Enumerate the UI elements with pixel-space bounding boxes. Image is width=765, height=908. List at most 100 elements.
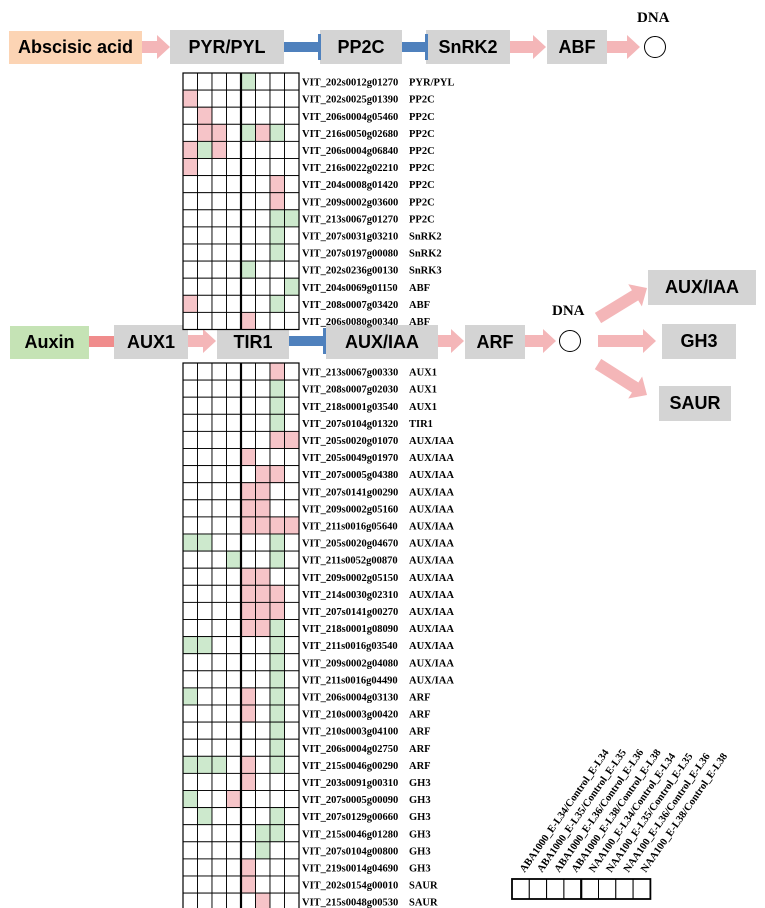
- auxin-heatmap-gene-family: AUX/IAA: [409, 607, 454, 618]
- aba-heatmap-cell: [240, 260, 256, 279]
- auxin-heatmap-gene-id: VIT_219s0014g04690: [302, 864, 398, 875]
- aba-heatmap-gene-family: ABF: [409, 317, 430, 328]
- auxin-heatmap-frame: [182, 362, 300, 908]
- auxin-heatmap-cell: [211, 448, 227, 467]
- aba-heatmap-cell: [226, 311, 242, 330]
- legend-cell: [528, 878, 548, 900]
- auxin-heatmap-cell: [226, 790, 242, 809]
- auxin-heatmap-cell: [226, 533, 242, 552]
- auxin-heatmap-cell: [269, 636, 285, 655]
- auxin-heatmap-cell: [240, 567, 256, 586]
- auxin-heatmap-gene-family: AUX1: [409, 385, 437, 396]
- auxin-heatmap-gene-family: AUX/IAA: [409, 573, 454, 584]
- aba-heatmap-gene-family: PP2C: [409, 95, 435, 106]
- aba-heatmap-cell: [182, 158, 198, 177]
- aba-heatmap-gene-id: VIT_213s0067g01270: [302, 214, 398, 225]
- auxin-heatmap-gene-id: VIT_208s0007g02030: [302, 385, 398, 396]
- auxin-heatmap-cell: [197, 824, 213, 843]
- link-auxin-aux1: [89, 336, 114, 347]
- auxin-heatmap-gene-family: GH3: [409, 778, 431, 789]
- aba-heatmap-cell: [284, 209, 300, 228]
- aba-heatmap-cell: [255, 209, 271, 228]
- auxin-heatmap-cell: [269, 875, 285, 894]
- aba-heatmap-cell: [240, 72, 256, 91]
- aba-heatmap-cell: [211, 226, 227, 245]
- auxin-heatmap-cell: [182, 584, 198, 603]
- aba-heatmap-gene-family: PP2C: [409, 146, 435, 157]
- aba-heatmap-gene-id: VIT_206s0004g05460: [302, 112, 398, 123]
- aba-heatmap-cell: [284, 140, 300, 159]
- dna-circle-aba: [644, 36, 666, 58]
- auxin-heatmap-cell: [284, 807, 300, 826]
- aba-heatmap-cell: [197, 311, 213, 330]
- auxin-heatmap-gene-id: VIT_207s0104g00800: [302, 846, 398, 857]
- auxin-heatmap-cell: [211, 790, 227, 809]
- legend-cell: [563, 878, 582, 900]
- auxin-heatmap-cell: [211, 653, 227, 672]
- auxin-heatmap-cell: [269, 790, 285, 809]
- aba-heatmap-cell: [182, 175, 198, 194]
- auxin-heatmap-cell: [240, 362, 256, 381]
- auxin-heatmap-cell: [226, 755, 242, 774]
- aba-heatmap-cell: [197, 89, 213, 108]
- auxin-heatmap-cell: [255, 379, 271, 398]
- aba-heatmap-cell: [240, 243, 256, 262]
- auxin-heatmap-cell: [240, 516, 256, 535]
- auxin-heatmap-cell: [240, 755, 256, 774]
- aba-heatmap-cell: [197, 106, 213, 125]
- auxin-heatmap-gene-family: ARF: [409, 744, 431, 755]
- auxin-heatmap-gene-family: AUX/IAA: [409, 504, 454, 515]
- auxin-heatmap-cell: [197, 396, 213, 415]
- auxin-heatmap-cell: [284, 687, 300, 706]
- aba-heatmap-cell: [255, 89, 271, 108]
- aba-heatmap-cell: [269, 123, 285, 142]
- auxin-heatmap-cell: [197, 516, 213, 535]
- auxin-heatmap-cell: [226, 841, 242, 860]
- aba-heatmap-gene-family: PYR/PYL: [409, 78, 455, 89]
- auxin-heatmap-cell: [255, 601, 271, 620]
- auxin-heatmap-gene-id: VIT_209s0002g05150: [302, 573, 398, 584]
- auxin-heatmap-gene-id: VIT_206s0004g03130: [302, 693, 398, 704]
- arrow-aux1-to-tir1: [188, 329, 216, 353]
- aba-heatmap-cell: [284, 175, 300, 194]
- auxin-heatmap-cell: [284, 482, 300, 501]
- aba-heatmap-cell: [240, 106, 256, 125]
- aba-heatmap-cell: [197, 158, 213, 177]
- aba-heatmap-cell: [211, 209, 227, 228]
- auxin-heatmap-gene-id: VIT_209s0002g04080: [302, 658, 398, 669]
- auxin-heatmap-cell: [269, 670, 285, 689]
- aba-heatmap-cell: [269, 158, 285, 177]
- auxin-heatmap-cell: [197, 413, 213, 432]
- auxin-heatmap-cell: [269, 465, 285, 484]
- auxin-heatmap-cell: [211, 858, 227, 877]
- aba-heatmap-cell: [226, 277, 242, 296]
- inhibit-pyrpyl-pp2c: [284, 42, 318, 52]
- auxin-heatmap-cell: [197, 875, 213, 894]
- legend-cell: [632, 878, 651, 900]
- auxin-heatmap-cell: [197, 619, 213, 638]
- dna-label-aba: DNA: [637, 10, 670, 26]
- auxin-heatmap-gene-id: VIT_218s0001g08090: [302, 624, 398, 635]
- inhibit-tir1-auxiaa-bar: [323, 328, 326, 354]
- aba-heatmap-gene-id: VIT_202s0236g00130: [302, 266, 398, 277]
- auxin-heatmap-cell: [284, 499, 300, 518]
- auxin-heatmap-cell: [240, 772, 256, 791]
- auxin-heatmap-gene-id: VIT_207s0104g01320: [302, 419, 398, 430]
- auxin-heatmap-cell: [240, 379, 256, 398]
- auxin-heatmap-cell: [240, 550, 256, 569]
- auxin-heatmap-cell: [255, 550, 271, 569]
- abf-box: ABF: [547, 30, 607, 64]
- auxin-heatmap-cell: [226, 653, 242, 672]
- auxin-heatmap-gene-family: TIR1: [409, 419, 433, 430]
- auxin-heatmap-cell: [269, 413, 285, 432]
- aba-heatmap-cell: [240, 294, 256, 313]
- aba-heatmap-cell: [240, 175, 256, 194]
- auxin-heatmap-cell: [269, 516, 285, 535]
- auxin-heatmap-cell: [240, 413, 256, 432]
- aba-heatmap-cell: [255, 140, 271, 159]
- auxin-heatmap-cell: [226, 619, 242, 638]
- auxin-heatmap-cell: [182, 396, 198, 415]
- auxin-heatmap-cell: [182, 687, 198, 706]
- auxin-heatmap-cell: [182, 892, 198, 908]
- aba-heatmap-cell: [182, 209, 198, 228]
